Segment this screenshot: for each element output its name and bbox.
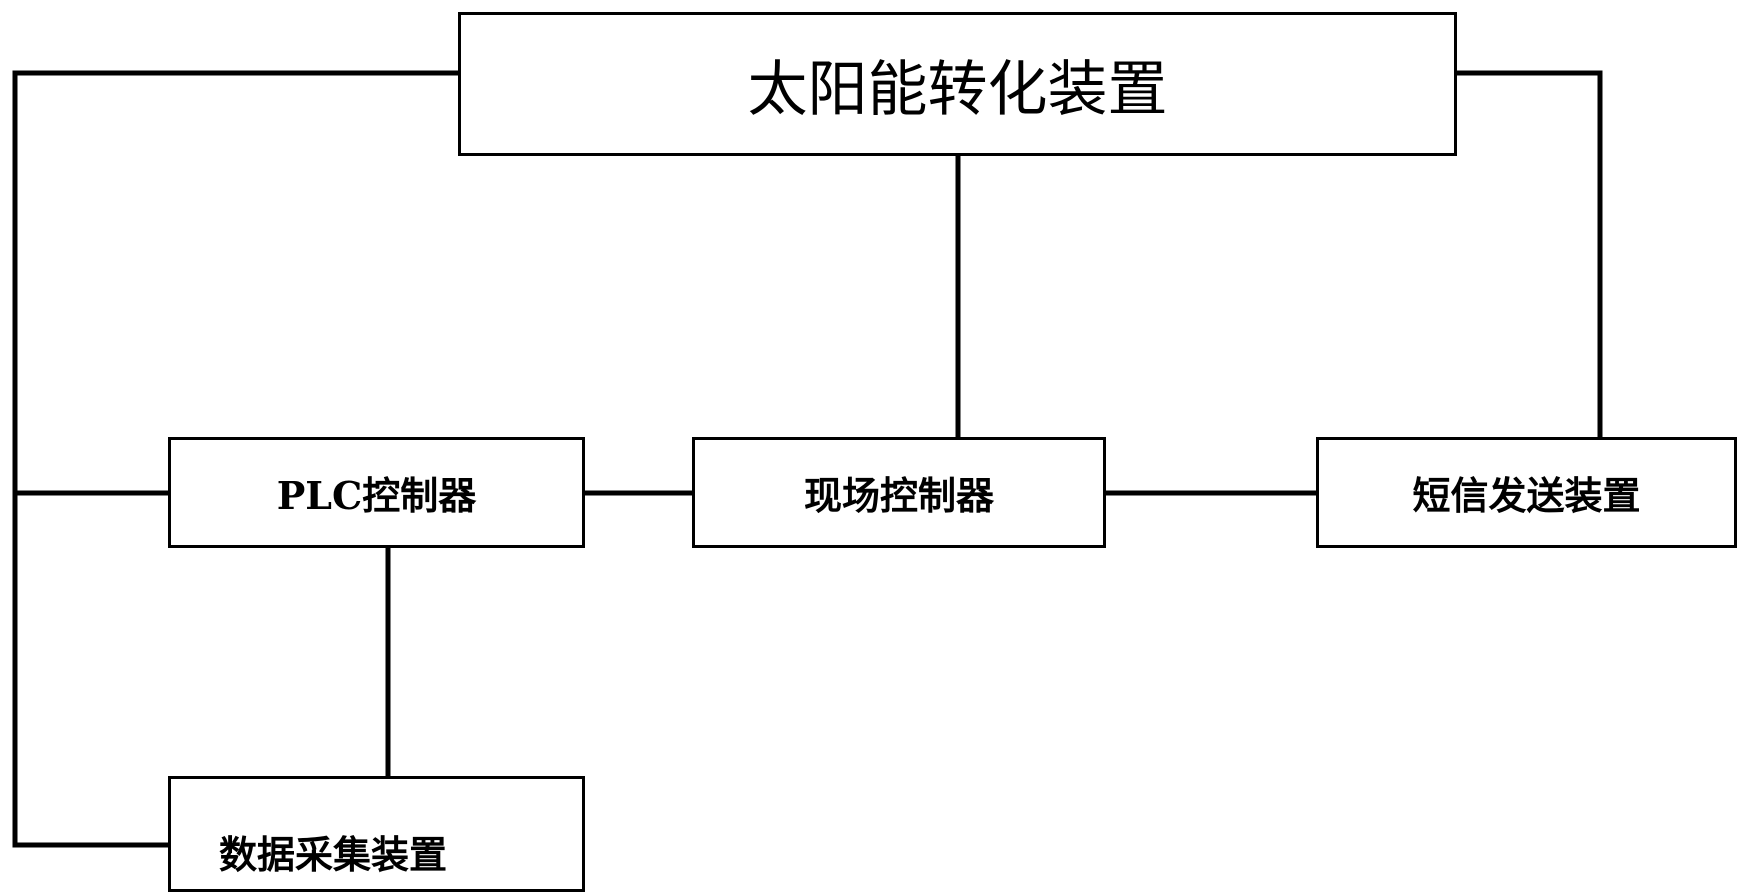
node-label: 短信发送装置 [1412, 473, 1641, 518]
node-data-acquisition-device: 数据采集装置 [168, 776, 585, 892]
node-label: 太阳能转化装置 [747, 54, 1168, 125]
node-label: 现场控制器 [803, 473, 994, 518]
node-plc-controller: PLC控制器 [168, 437, 585, 548]
node-field-controller: 现场控制器 [692, 437, 1106, 548]
node-label: 数据采集装置 [219, 832, 448, 877]
node-solar-conversion-device: 太阳能转化装置 [458, 12, 1457, 156]
node-label: PLC控制器 [276, 473, 477, 518]
node-sms-sending-device: 短信发送装置 [1316, 437, 1737, 548]
